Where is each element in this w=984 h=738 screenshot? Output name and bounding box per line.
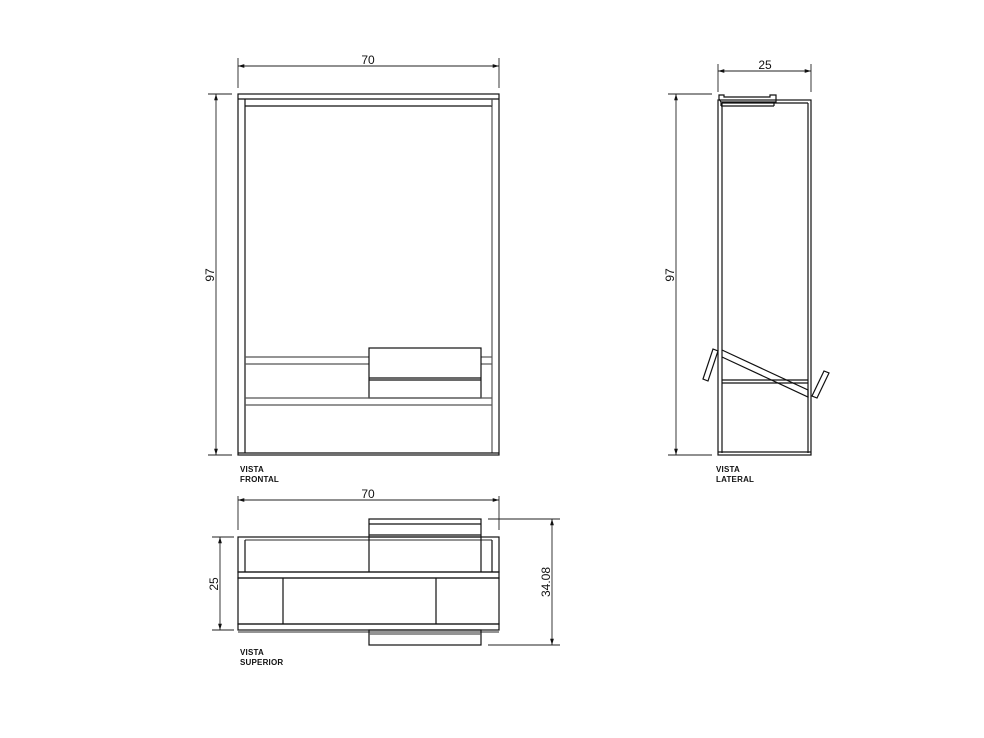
view-label-line: VISTA xyxy=(240,648,264,657)
view-label-line: VISTA xyxy=(716,465,740,474)
lateral-inclined-flap xyxy=(721,349,809,398)
frontal-width-value: 70 xyxy=(361,53,375,67)
frontal-outer-frame xyxy=(237,93,500,456)
superior-depth-value: 25 xyxy=(207,577,221,591)
lateral-outer-frame xyxy=(717,99,812,456)
superior-middle-board xyxy=(237,571,500,579)
superior-front-board xyxy=(237,623,500,631)
lateral-left-handle xyxy=(702,348,719,382)
lateral-right-handle xyxy=(811,370,830,399)
frontal-height-value: 97 xyxy=(203,268,217,282)
superior-bottom-drawer xyxy=(368,629,482,646)
lateral-view-label: VISTA LATERAL xyxy=(716,465,754,485)
superior-total-depth-value: 34.08 xyxy=(539,567,553,597)
lateral-width-value: 25 xyxy=(758,58,772,72)
superior-view: 70 25 34.08 xyxy=(207,487,560,646)
frontal-view: 70 97 xyxy=(203,53,500,456)
superior-top-drawer xyxy=(368,518,482,538)
lateral-top-lid xyxy=(718,94,777,103)
view-label-line: FRONTAL xyxy=(240,475,280,484)
view-label-line: LATERAL xyxy=(716,475,755,484)
frontal-view-label: VISTA FRONTAL xyxy=(240,465,279,485)
superior-front-section xyxy=(237,577,500,625)
superior-view-label: VISTA SUPERIOR xyxy=(240,648,283,668)
frontal-drawer xyxy=(368,347,482,399)
superior-width-value: 70 xyxy=(361,487,375,501)
view-label-line: SUPERIOR xyxy=(240,658,284,667)
lateral-height-value: 97 xyxy=(663,268,677,282)
lateral-view: 25 97 xyxy=(663,58,830,456)
view-label-line: VISTA xyxy=(240,465,264,474)
